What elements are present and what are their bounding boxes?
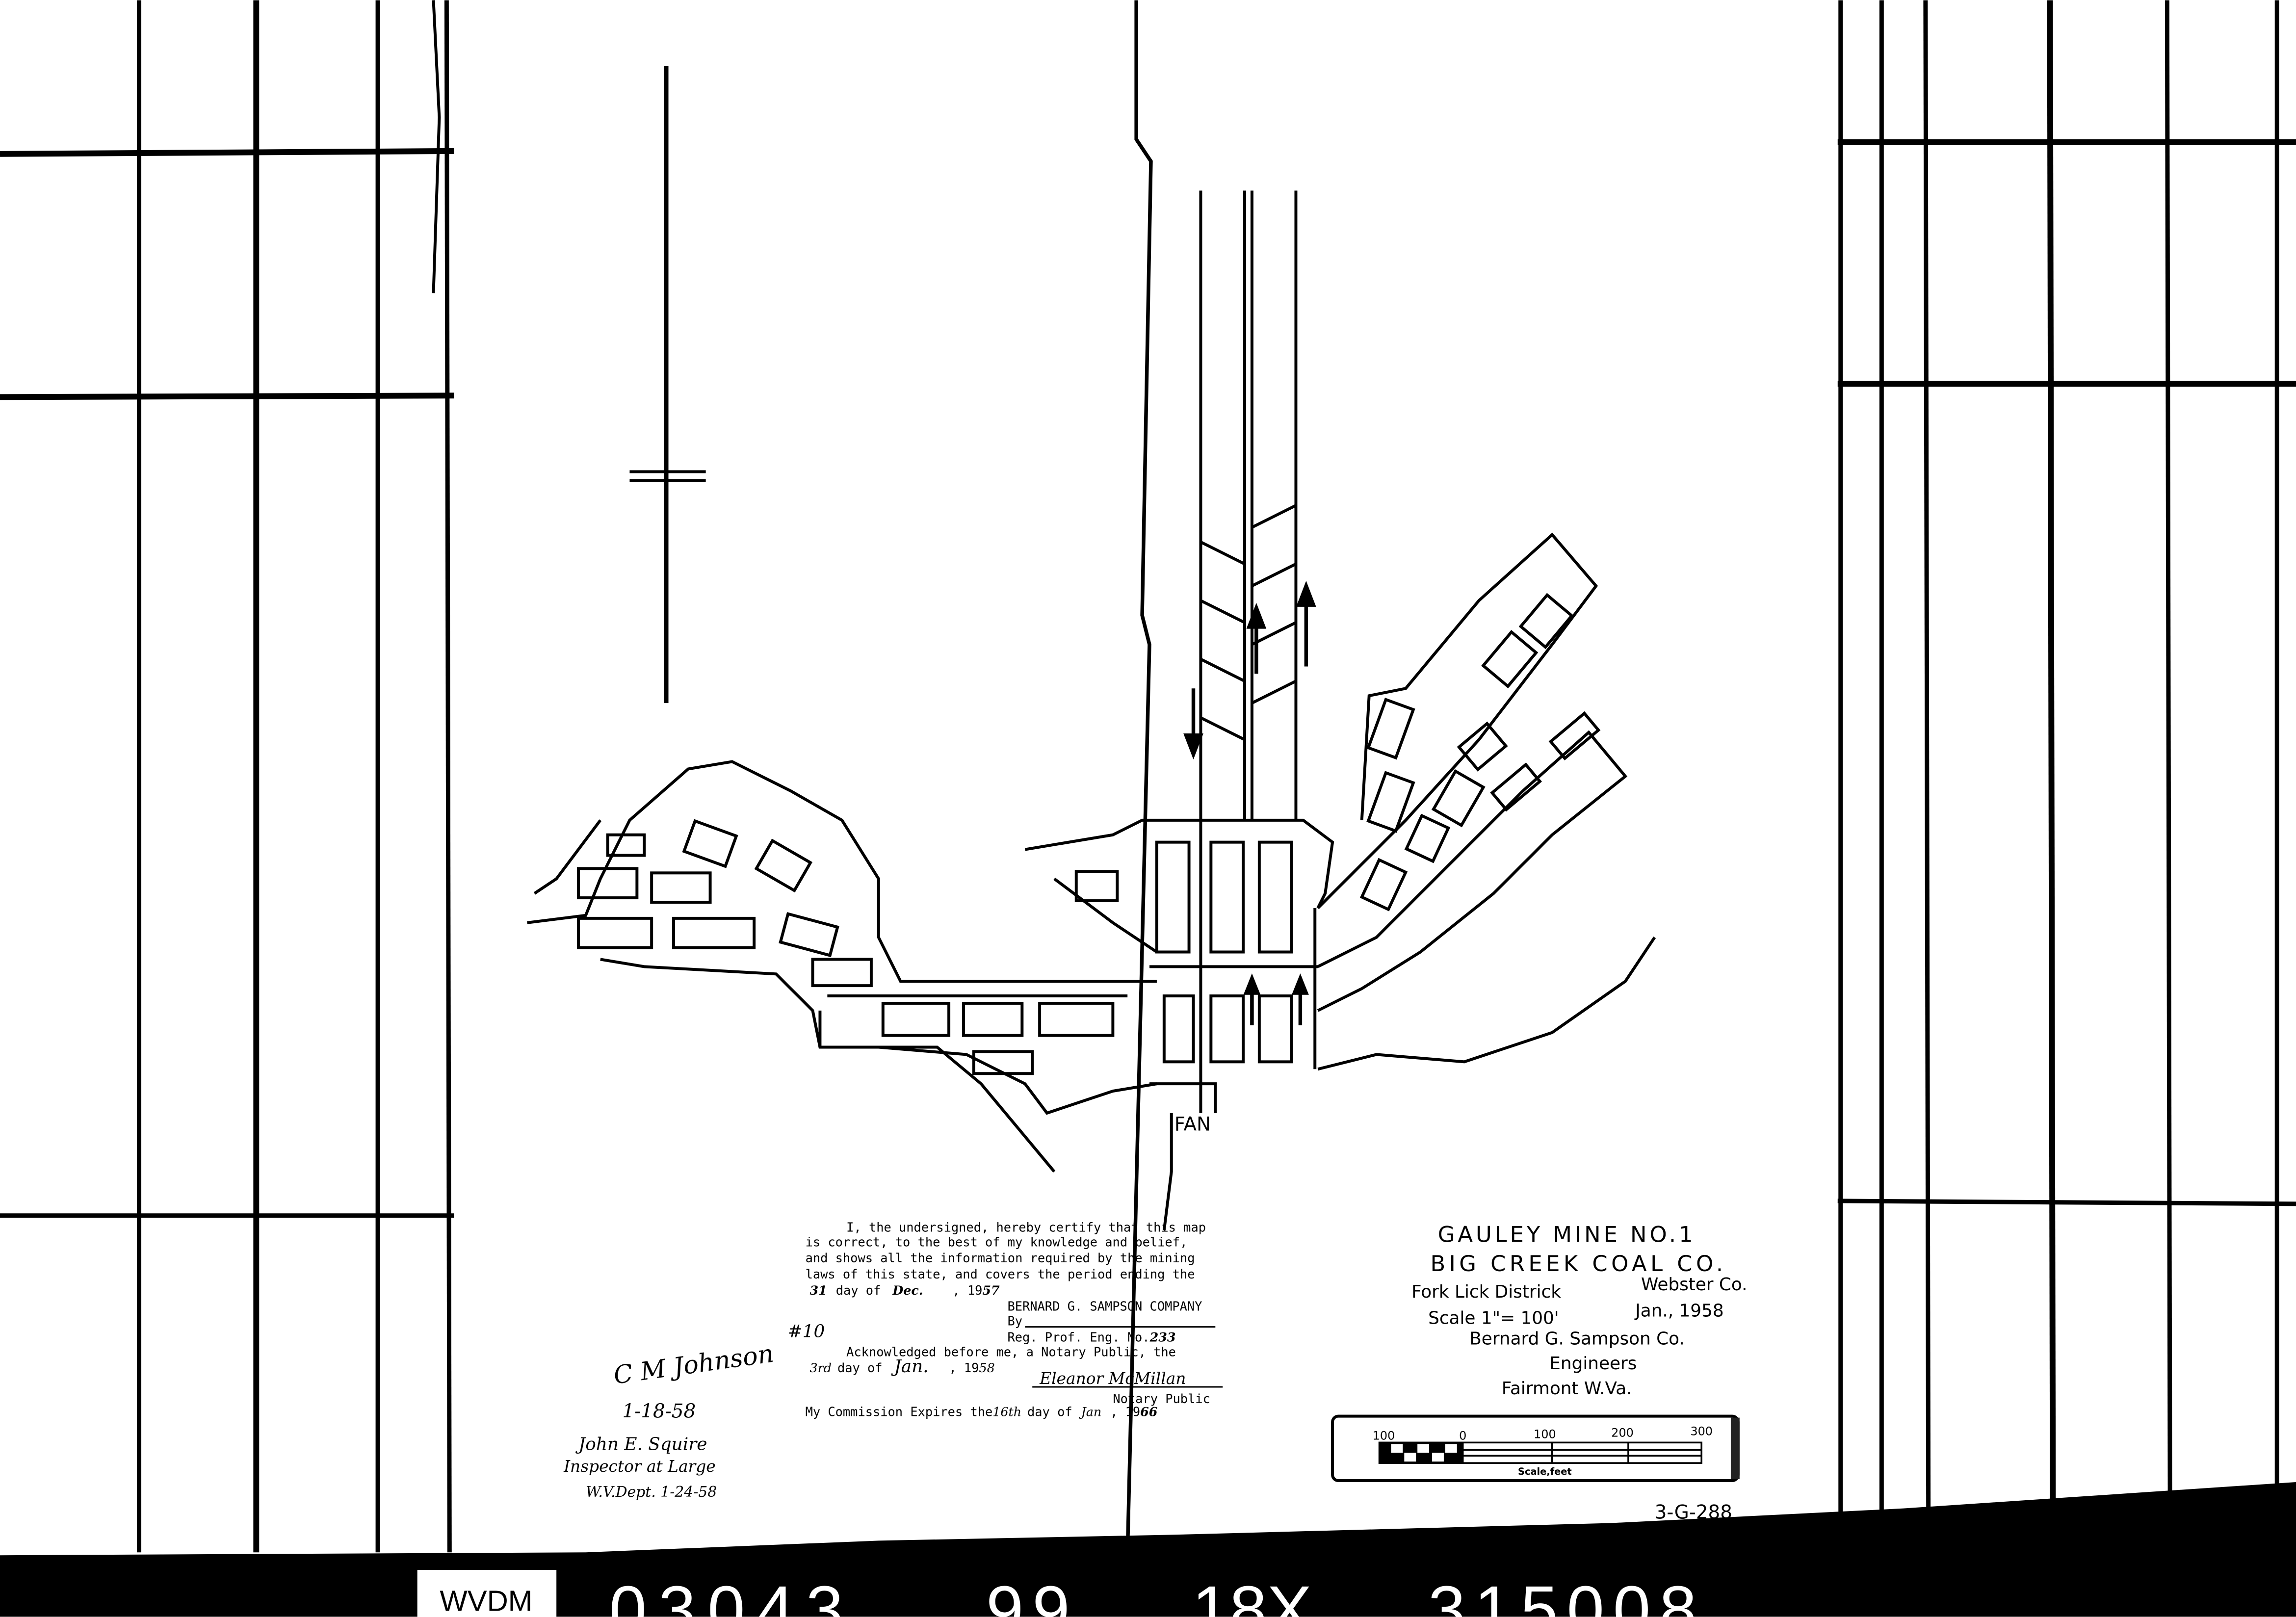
- ack-month: Jan.: [890, 1356, 928, 1377]
- grid-right: [1837, 0, 2296, 1553]
- sheet-edge-left: [432, 0, 441, 293]
- ventilation-arrows: [1183, 580, 1316, 1025]
- scale-label-100: 100: [1534, 1427, 1556, 1441]
- second-signature: John E. Squire: [575, 1434, 707, 1454]
- title-block: GAULEY MINE NO.1 BIG CREEK COAL CO. Fork…: [1411, 1221, 1748, 1398]
- commission-prefix: My Commission Expires the: [806, 1405, 993, 1419]
- grid-left: [0, 0, 454, 1553]
- film-number-4: 315008: [1428, 1572, 1706, 1617]
- mine-workings: [527, 190, 1656, 1230]
- map-date: Jan., 1958: [1634, 1301, 1723, 1321]
- certification-block: I, the undersigned, hereby certify that …: [806, 1220, 1223, 1419]
- commission-year: 66: [1140, 1405, 1158, 1419]
- cert-year-prefix: , 19: [952, 1283, 982, 1298]
- commission-year-prefix: , 19: [1110, 1405, 1140, 1419]
- map-scale: Scale 1"= 100': [1428, 1308, 1559, 1329]
- map-location: Fairmont W.Va.: [1502, 1379, 1632, 1399]
- fan-label: FAN: [1174, 1114, 1211, 1136]
- inspector-date: 1-18-58: [622, 1401, 696, 1423]
- ack-day: 3rd: [810, 1360, 832, 1375]
- file-number: #10: [788, 1321, 825, 1341]
- cert-company: BERNARD G. SAMPSON COMPANY: [1007, 1299, 1202, 1314]
- film-number-1: 03043: [609, 1572, 855, 1617]
- cert-line-3: and shows all the information required b…: [806, 1251, 1195, 1265]
- scale-label-neg100: 100: [1373, 1429, 1395, 1442]
- film-number-2: 99: [986, 1572, 1079, 1617]
- cert-line-4: laws of this state, and covers the perio…: [806, 1267, 1195, 1281]
- commission-dayof: day of: [1027, 1405, 1072, 1419]
- cert-day: 31: [810, 1283, 827, 1298]
- film-strip: WVDM 03043 99 18X 315008: [0, 1482, 2296, 1617]
- scale-label-0: 0: [1459, 1429, 1466, 1442]
- engineer-role: Engineers: [1549, 1354, 1637, 1374]
- engineer-name: Bernard G. Sampson Co.: [1469, 1329, 1685, 1349]
- commission-month: Jan: [1079, 1405, 1102, 1419]
- cert-by: By: [1007, 1314, 1022, 1329]
- film-label: WVDM: [440, 1585, 532, 1617]
- cert-line-2: is correct, to the best of my knowledge …: [806, 1234, 1188, 1249]
- ack-year: 58: [979, 1360, 994, 1375]
- scale-label-200: 200: [1611, 1426, 1634, 1439]
- inspector-signature: C M Johnson: [612, 1339, 775, 1390]
- notary-signature: Eleanor McMillan: [1039, 1369, 1186, 1388]
- ack-year-prefix: , 19: [949, 1360, 979, 1375]
- mine-name: GAULEY MINE NO.1: [1438, 1221, 1696, 1247]
- cert-line-1: I, the undersigned, hereby certify that …: [846, 1220, 1206, 1235]
- meridian-line: [629, 66, 706, 704]
- scale-bar: 100 0 100 200 300 Scale,feet: [1331, 1414, 1740, 1482]
- cert-month: Dec.: [892, 1283, 923, 1298]
- handwritten-notes: #10 C M Johnson 1-18-58 John E. Squire I…: [563, 1321, 825, 1500]
- scale-caption: Scale,feet: [1518, 1466, 1572, 1477]
- sheet-seam: [1125, 0, 1153, 1553]
- cert-dayof: day of: [836, 1283, 881, 1298]
- county: Webster Co.: [1641, 1275, 1748, 1295]
- second-signature-date: W.V.Dept. 1-24-58: [586, 1484, 717, 1501]
- ack-dayof: day of: [837, 1360, 883, 1375]
- film-number-3: 18X: [1192, 1572, 1312, 1617]
- cert-reg-no: 233: [1149, 1330, 1176, 1344]
- cert-ack-line: Acknowledged before me, a Notary Public,…: [846, 1344, 1176, 1359]
- cert-reg-label: Reg. Prof. Eng. No.: [1007, 1330, 1149, 1344]
- notary-label: Notary Public: [1113, 1391, 1210, 1406]
- company-name: BIG CREEK COAL CO.: [1430, 1251, 1726, 1277]
- commission-day: 16th: [992, 1405, 1021, 1419]
- cert-year: 57: [982, 1283, 1000, 1298]
- district: Fork Lick Districk: [1411, 1282, 1561, 1302]
- svg-text:Reg. Prof. Eng. No.233: Reg. Prof. Eng. No.233: [1007, 1330, 1175, 1344]
- scale-label-300: 300: [1690, 1424, 1713, 1438]
- second-signature-title: Inspector at Large: [563, 1457, 716, 1476]
